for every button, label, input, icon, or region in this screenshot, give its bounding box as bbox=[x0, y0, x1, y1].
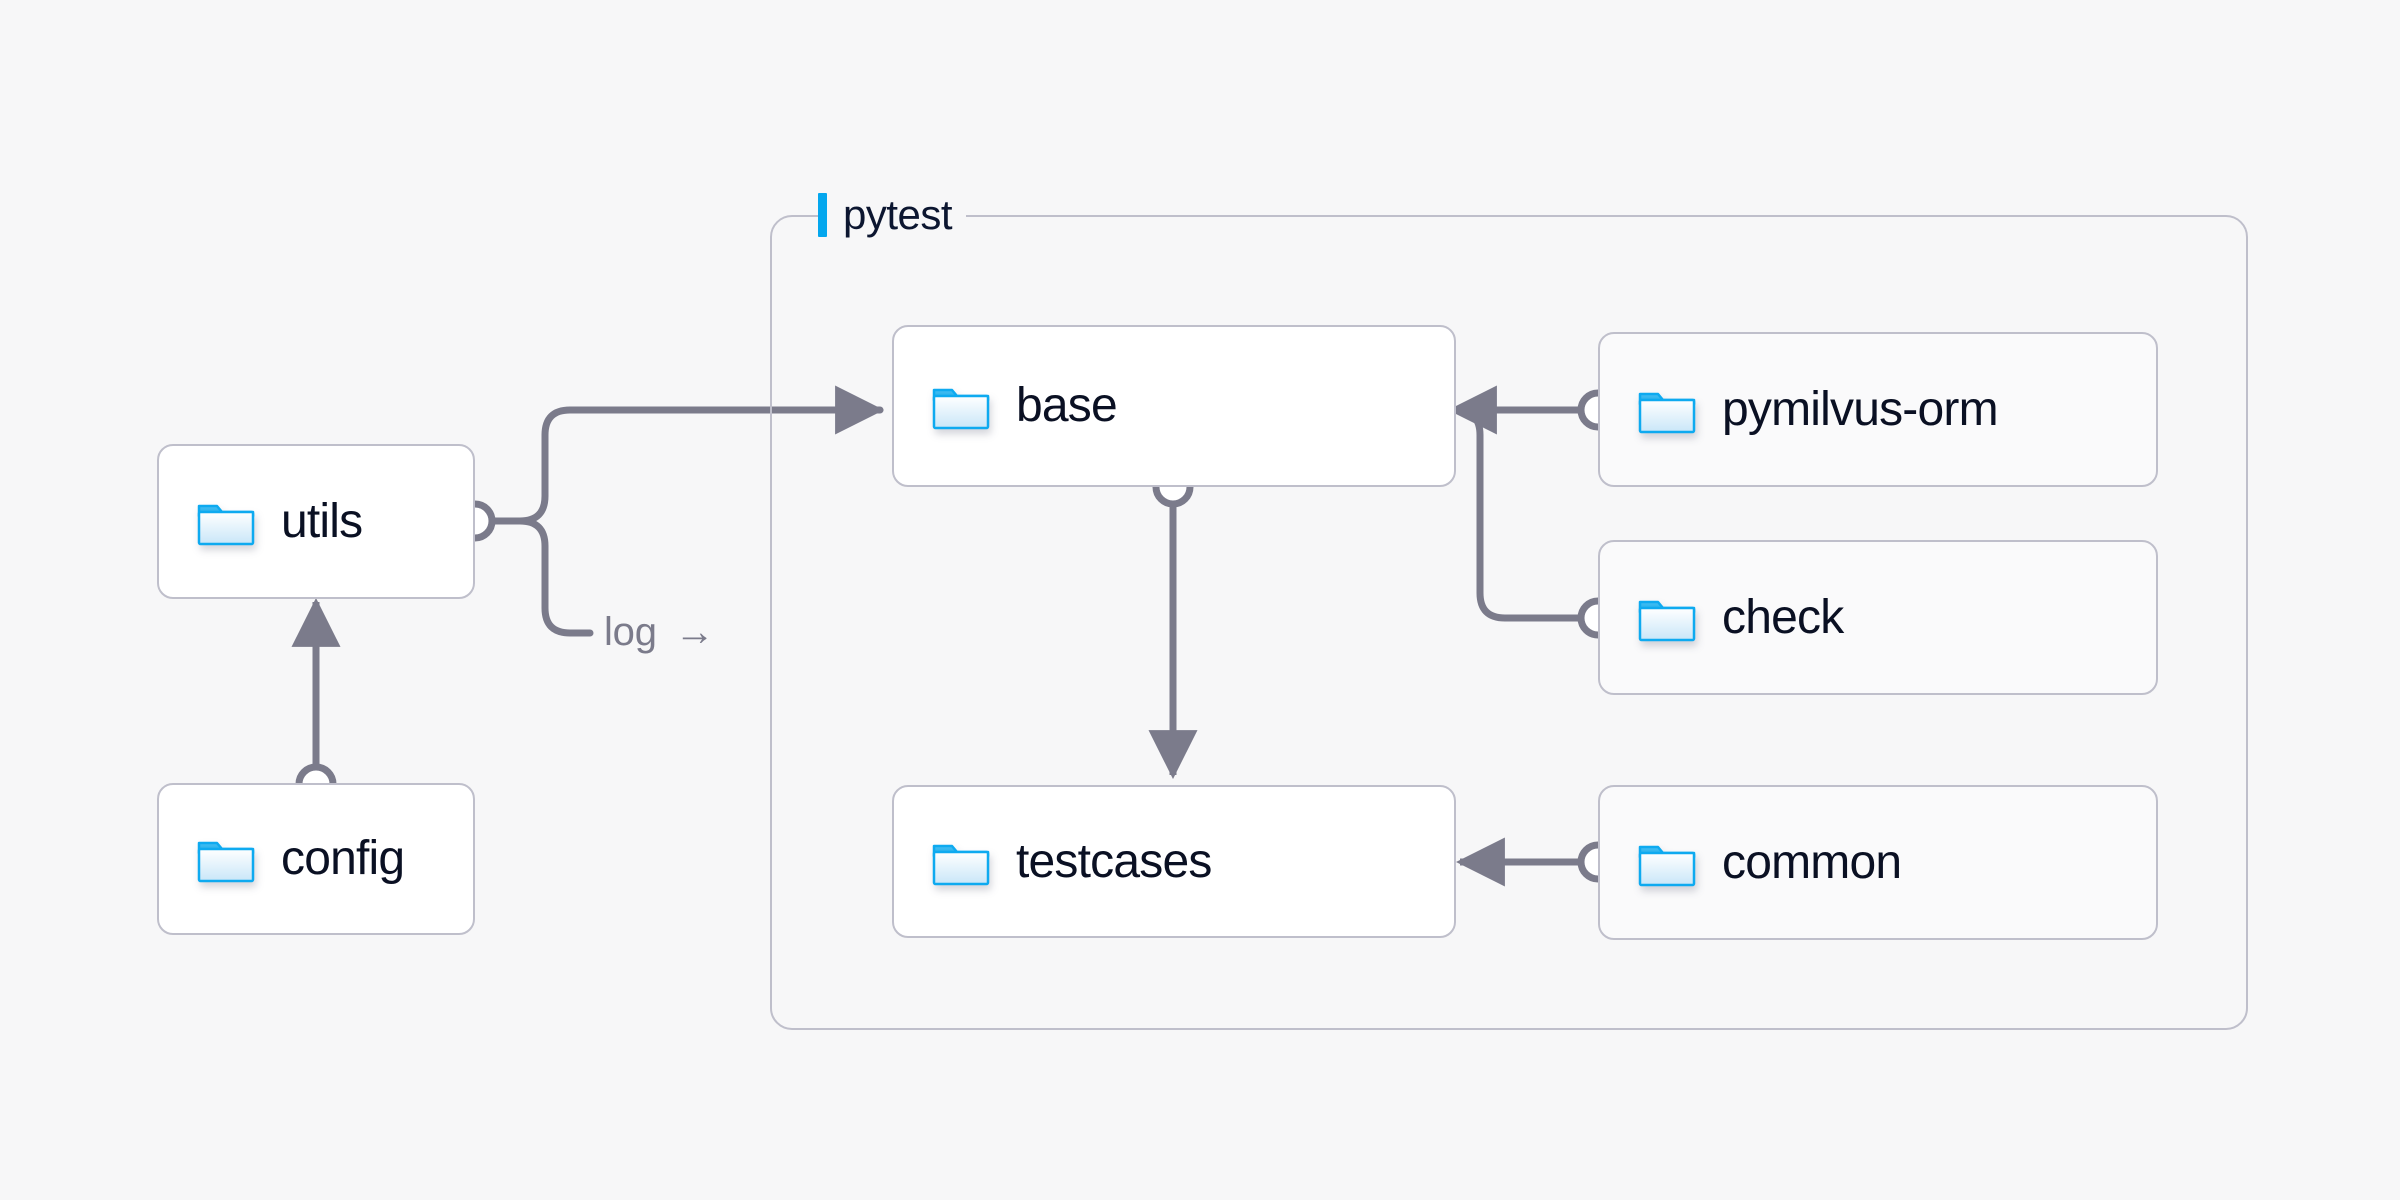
node-base[interactable]: base bbox=[892, 325, 1456, 487]
node-label-common: common bbox=[1722, 835, 1902, 889]
group-title-label: pytest bbox=[843, 191, 953, 238]
edge-utils-log bbox=[454, 500, 594, 637]
node-label-config: config bbox=[281, 832, 405, 885]
node-pymilvus-orm[interactable]: pymilvus-orm bbox=[1598, 332, 2158, 487]
node-config[interactable]: config bbox=[157, 783, 475, 935]
node-label-base: base bbox=[1016, 379, 1118, 432]
node-common[interactable]: common bbox=[1598, 785, 2158, 940]
edge-label-log: log → bbox=[604, 612, 715, 652]
group-title-pytest[interactable]: pytest bbox=[818, 187, 967, 243]
arrow-right-icon: → bbox=[674, 610, 715, 654]
group-container-pytest[interactable] bbox=[770, 215, 2248, 1030]
folder-icon bbox=[932, 388, 990, 430]
folder-icon bbox=[197, 841, 255, 883]
folder-icon bbox=[1638, 845, 1696, 886]
folder-icon bbox=[1638, 600, 1696, 641]
node-check[interactable]: check bbox=[1598, 540, 2158, 695]
edge-config-utils bbox=[291, 597, 341, 805]
folder-icon bbox=[932, 844, 990, 885]
node-label-utils: utils bbox=[281, 494, 363, 548]
edge-label-log-text: log bbox=[604, 610, 657, 654]
node-label-check: check bbox=[1722, 590, 1844, 644]
node-label-testcases: testcases bbox=[1016, 834, 1212, 888]
node-utils[interactable]: utils bbox=[157, 444, 475, 599]
folder-icon bbox=[197, 504, 255, 545]
folder-icon bbox=[1638, 392, 1696, 433]
node-testcases[interactable]: testcases bbox=[892, 785, 1456, 938]
node-label-pymilvus-orm: pymilvus-orm bbox=[1722, 382, 1999, 436]
group-accent-bar bbox=[818, 193, 827, 237]
